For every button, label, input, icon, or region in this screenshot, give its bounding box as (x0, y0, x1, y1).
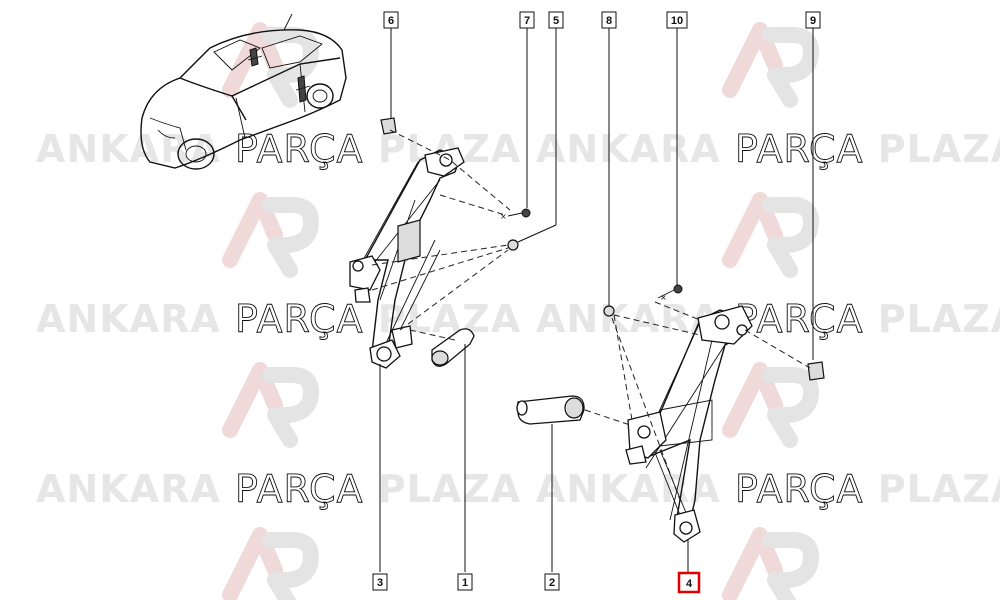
svg-text:9: 9 (810, 15, 816, 27)
watermark-text: ANKARA PARÇA PLAZA (536, 127, 1000, 171)
watermark-text: ANKARA PARÇA PLAZA (36, 297, 521, 341)
watermark-layer: ANKARA PARÇA PLAZA ANKARA PARÇA PLAZA AN… (36, 22, 1000, 600)
svg-text:6: 6 (388, 15, 394, 27)
nut-part-8 (603, 305, 615, 317)
car-illustration (140, 13, 347, 170)
watermark-logo (222, 192, 319, 278)
callout-2[interactable]: 2 (544, 573, 560, 591)
watermark-logo (722, 22, 819, 108)
watermark-logo (722, 192, 819, 278)
callout-9[interactable]: 9 (805, 11, 821, 29)
svg-text:3: 3 (377, 577, 383, 589)
nut-part-5 (507, 239, 519, 251)
screw-part-7 (507, 208, 531, 218)
svg-text:5: 5 (553, 15, 559, 27)
callout-3[interactable]: 3 (372, 573, 388, 591)
svg-text:10: 10 (671, 15, 683, 27)
screw-part-10 (657, 284, 683, 299)
svg-text:4: 4 (686, 578, 693, 590)
callout-8[interactable]: 8 (601, 11, 617, 29)
svg-text:×: × (500, 212, 507, 221)
callout-7[interactable]: 7 (519, 11, 535, 29)
watermark-text: ANKARA PARÇA PLAZA (36, 467, 521, 511)
watermark-logo (222, 362, 319, 448)
watermark-logo (222, 527, 319, 600)
svg-text:×: × (660, 293, 667, 302)
left-window-regulator (349, 147, 465, 369)
callout-4-highlighted[interactable]: 4 (677, 571, 701, 594)
svg-text:8: 8 (606, 15, 612, 27)
right-assembly-lines: × (584, 293, 811, 501)
cable-guide-part-1 (431, 328, 475, 367)
callout-10[interactable]: 10 (666, 11, 688, 29)
watermark-logo (722, 362, 819, 448)
callout-5[interactable]: 5 (548, 11, 564, 29)
svg-text:2: 2 (549, 577, 555, 589)
watermark-text: ANKARA PARÇA PLAZA (536, 467, 1000, 511)
cable-guide-part-2 (516, 395, 585, 425)
callout-1[interactable]: 1 (457, 573, 473, 591)
watermark-text: ANKARA PARÇA PLAZA (536, 297, 1000, 341)
left-assembly-lines: × (371, 129, 511, 341)
svg-text:7: 7 (524, 15, 530, 27)
clip-part-6 (380, 117, 397, 135)
clip-part-9 (807, 361, 825, 381)
svg-text:1: 1 (462, 577, 468, 589)
watermark-logo (722, 527, 819, 600)
leader-lines (379, 28, 814, 572)
right-window-regulator (625, 305, 753, 543)
callout-6[interactable]: 6 (383, 11, 399, 29)
